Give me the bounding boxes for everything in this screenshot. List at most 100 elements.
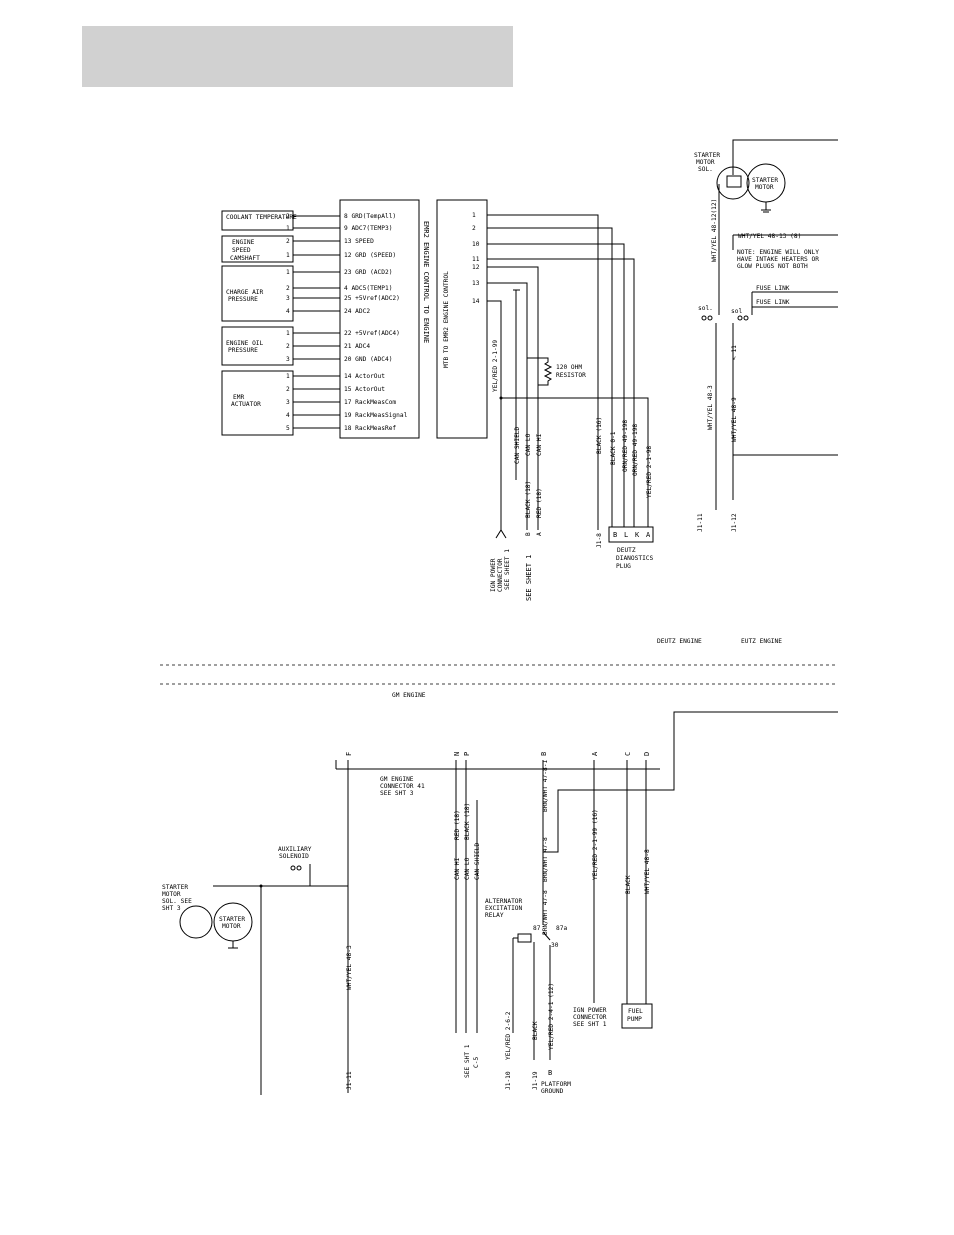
ecu-pin-label: 20 GND (ADC4) <box>344 356 392 363</box>
svg-text:< 11: < 11 <box>731 345 738 360</box>
svg-text:CAN SHIELD: CAN SHIELD <box>514 426 521 464</box>
resistor-label: 120 OHM <box>556 364 582 371</box>
svg-text:WHT/YEL 48-8: WHT/YEL 48-8 <box>644 849 651 894</box>
svg-text:RELAY: RELAY <box>485 912 504 919</box>
svg-text:sol: sol <box>731 308 742 315</box>
svg-text:PLATFORM: PLATFORM <box>541 1081 571 1088</box>
svg-text:B: B <box>548 1069 552 1077</box>
svg-text:CONNECTOR: CONNECTOR <box>573 1014 607 1021</box>
svg-text:RED (18): RED (18) <box>454 810 461 840</box>
ecu-pin-label: 12 GRD (SPEED) <box>344 252 396 259</box>
svg-text:PRESSURE: PRESSURE <box>228 347 258 354</box>
svg-text:A: A <box>591 751 599 756</box>
deutz-engine-label-2: EUTZ ENGINE <box>741 638 782 645</box>
ecu-pin-label: 4 ADC5(TEMP1) <box>344 285 392 292</box>
svg-text:BLACK (18): BLACK (18) <box>464 803 471 840</box>
svg-text:MOTOR: MOTOR <box>755 184 774 191</box>
svg-text:ENGINE: ENGINE <box>232 239 255 246</box>
sensor-pin-number: 1 <box>286 330 290 337</box>
svg-text:SOLENOID: SOLENOID <box>279 853 309 860</box>
svg-text:CONNECTOR: CONNECTOR <box>497 558 504 592</box>
svg-text:87a: 87a <box>556 925 567 932</box>
top-wire-labels: YEL/RED 2-1-99 CAN SHIELD CAN LO CAN HI … <box>492 340 653 548</box>
ecu-pin-label: 13 SPEED <box>344 238 374 245</box>
svg-text:RED (18): RED (18) <box>536 488 543 518</box>
sensor-pin-number: 1 <box>286 373 290 380</box>
mtb-wiring <box>487 214 649 539</box>
svg-text:CAN SHIELD: CAN SHIELD <box>474 842 481 880</box>
svg-text:J1-11: J1-11 <box>697 513 704 532</box>
svg-text:SEE SHT 1: SEE SHT 1 <box>464 1044 471 1078</box>
svg-text:GLOW PLUGS NOT BOTH: GLOW PLUGS NOT BOTH <box>737 263 808 270</box>
sensor-coolant-temperature: COOLANT TEMPERATURE <box>221 210 297 231</box>
svg-text:A: A <box>536 532 543 536</box>
svg-text:ACTUATOR: ACTUATOR <box>231 401 261 408</box>
svg-text:SHT 3: SHT 3 <box>162 905 181 912</box>
sensor-pin-number: 2 <box>286 343 290 350</box>
sensor-pin-number: 3 <box>286 399 290 406</box>
sensor-engine-oil-pressure: ENGINE OIL PRESSURE <box>221 326 294 366</box>
sensor-engine-speed: ENGINE SPEED CAMSHAFT <box>221 235 294 263</box>
svg-text:BLACK: BLACK <box>625 875 632 894</box>
svg-text:WHT/YEL 48-3: WHT/YEL 48-3 <box>346 945 353 990</box>
ecu-pin-label: 14 ActorOut <box>344 373 385 380</box>
mtb-title: MTB TO EMR2 ENGINE CONTROL <box>443 271 450 368</box>
svg-text:ALTERNATOR: ALTERNATOR <box>485 898 523 905</box>
svg-text:ORN/RED 49-198: ORN/RED 49-198 <box>632 424 639 476</box>
ecu-pin-label: 18 RackMeasRef <box>344 425 396 432</box>
svg-text:J1-19: J1-19 <box>532 1071 539 1090</box>
svg-text:SEE SHT 3: SEE SHT 3 <box>380 790 414 797</box>
svg-text:30: 30 <box>551 942 559 949</box>
svg-text:WHT/YEL 48-13 (8): WHT/YEL 48-13 (8) <box>738 233 801 240</box>
svg-text:BLACK 0-1: BLACK 0-1 <box>610 431 617 465</box>
sensor-emr-actuator: EMR ACTUATOR <box>221 370 294 436</box>
gm-engine-wiring: F N P B A C D GM ENGINE CONNECTOR 41 SEE… <box>162 711 838 1095</box>
mtb-pin-number: 11 <box>472 256 480 263</box>
svg-text:MOTOR: MOTOR <box>162 891 181 898</box>
svg-text:87: 87 <box>533 925 541 932</box>
deutz-engine-label: DEUTZ ENGINE <box>657 638 702 645</box>
svg-text:A: A <box>646 531 651 539</box>
svg-text:L: L <box>624 531 628 539</box>
svg-text:SOL.: SOL. <box>698 166 713 173</box>
svg-text:EMR: EMR <box>233 394 244 401</box>
svg-text:BLACK: BLACK <box>532 1021 539 1040</box>
svg-text:WHT/YEL 48-9: WHT/YEL 48-9 <box>731 397 738 442</box>
mtb-pin-number: 14 <box>472 298 480 305</box>
svg-text:BLACK (18): BLACK (18) <box>525 481 532 518</box>
svg-text:CAN HI: CAN HI <box>536 433 543 456</box>
mtb-pin-number: 2 <box>472 225 476 232</box>
svg-text:ORN/RED 49-198: ORN/RED 49-198 <box>622 420 629 472</box>
svg-text:MOTOR: MOTOR <box>222 923 241 930</box>
mtb-pin-number: 13 <box>472 280 480 287</box>
svg-text:FUSE LINK: FUSE LINK <box>756 299 790 306</box>
svg-text:FUEL: FUEL <box>628 1008 643 1015</box>
svg-text:P: P <box>463 752 471 756</box>
svg-text:J1-10: J1-10 <box>505 1071 512 1090</box>
svg-text:STARTER: STARTER <box>162 884 188 891</box>
svg-text:YEL/RED 2-1-99: YEL/RED 2-1-99 <box>492 340 499 392</box>
mtb-pin-number: 1 <box>472 212 476 219</box>
ign-power-top: IGN POWER CONNECTOR SEE SHEET 1 SEE SHEE… <box>490 549 533 601</box>
ecu-pin-label: 9 ADC7(TEMP3) <box>344 225 392 232</box>
svg-text:CONNECTOR 41: CONNECTOR 41 <box>380 783 425 790</box>
svg-text:STARTER: STARTER <box>694 152 720 159</box>
svg-text:SEE SHT 1: SEE SHT 1 <box>573 1021 607 1028</box>
svg-text:IGN POWER: IGN POWER <box>573 1007 607 1014</box>
svg-text:SPEED: SPEED <box>232 247 251 254</box>
svg-text:DIANOSTICS: DIANOSTICS <box>616 555 654 562</box>
svg-text:SOL. SEE: SOL. SEE <box>162 898 192 905</box>
svg-text:YEL/RED 2-6-2: YEL/RED 2-6-2 <box>505 1011 512 1060</box>
svg-text:AUXILIARY: AUXILIARY <box>278 846 312 853</box>
sensor-pin-number: 4 <box>286 308 290 315</box>
sensor-pin-number: 2 <box>286 386 290 393</box>
svg-text:CAMSHAFT: CAMSHAFT <box>230 255 260 262</box>
sensor-charge-air-pressure: CHARGE AIR PRESSURE <box>221 265 294 322</box>
sensor-pin-number: 2 <box>286 285 290 292</box>
svg-text:HAVE INTAKE HEATERS OR: HAVE INTAKE HEATERS OR <box>737 256 819 263</box>
svg-text:BRN/WHT 47-8: BRN/WHT 47-8 <box>542 890 549 935</box>
ecu-pin-label: 21 ADC4 <box>344 343 370 350</box>
svg-text:MOTOR: MOTOR <box>696 159 715 166</box>
sensor-pin-number: 1 <box>286 225 290 232</box>
